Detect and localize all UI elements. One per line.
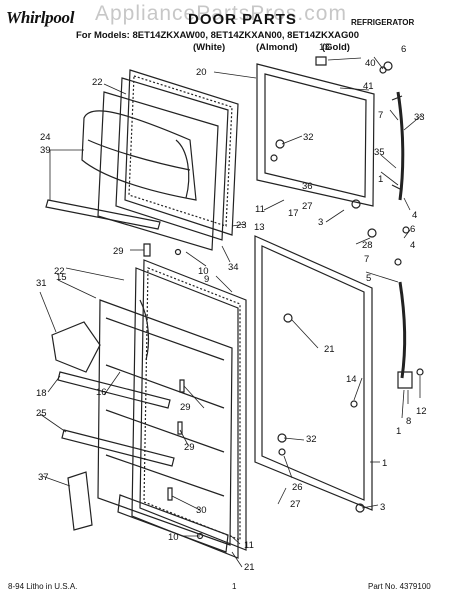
color-white: (White) (193, 42, 226, 53)
callout-41: 37 (38, 472, 49, 483)
callout-36: 36 (302, 181, 313, 192)
callout-29: 29 (113, 246, 124, 257)
callout-27: 27 (302, 201, 313, 212)
callout-27b: 27 (290, 499, 301, 510)
callout-9: 9 (204, 274, 209, 285)
callout-33: 33 (414, 112, 425, 123)
freezer-liner (97, 91, 219, 251)
leader-lines (39, 56, 423, 568)
dairy-door (51, 321, 101, 373)
fresh-food-liner (97, 299, 233, 546)
freezer-gasket (124, 69, 239, 236)
callout-13: 13 (319, 42, 330, 53)
callout-31: 31 (36, 278, 47, 289)
callout-6: 6 (401, 44, 406, 55)
callout-7: 7 (378, 110, 383, 121)
callout-1: 1 (382, 458, 387, 469)
freezer-strip (45, 199, 161, 230)
bottom-shelf (117, 494, 229, 553)
callout-5: 5 (366, 273, 371, 284)
appliance-type: REFRIGERATOR (351, 18, 415, 27)
callout-20: 21 (324, 344, 335, 355)
door-bar-lower (61, 429, 175, 467)
callout-32b: 32 (306, 434, 317, 445)
door-bar-upper (57, 371, 171, 409)
freezer-door-inner-edge (264, 73, 367, 198)
callout-3: 3 (318, 217, 323, 228)
page-title: DOOR PARTS (188, 11, 297, 28)
callout-34: 34 (228, 262, 239, 273)
callout-29c: 29 (184, 442, 195, 453)
footer-page-number: 1 (232, 582, 237, 591)
callout-40: 41 (363, 81, 374, 92)
callout-18: 18 (36, 388, 47, 399)
watermark: AppliancePartsPros.com (95, 2, 347, 25)
callout-2b: 1 (396, 426, 401, 437)
callout-12: 12 (416, 406, 427, 417)
butter-pad (67, 471, 93, 531)
callout-39: 40 (365, 58, 376, 69)
callout-3b: 3 (380, 502, 385, 513)
callout-19: 20 (196, 67, 207, 78)
callout-37: 39 (40, 145, 51, 156)
callout-11b: 11 (244, 540, 254, 551)
fresh-food-gasket (139, 259, 247, 551)
color-gold: (Gold) (322, 42, 350, 53)
callout-11: 11 (255, 204, 265, 215)
callout-15: 15 (56, 272, 67, 283)
callout-29b: 29 (180, 402, 191, 413)
callout-23: 23 (236, 220, 247, 231)
callout-24: 24 (40, 132, 51, 143)
freezer-shelf (81, 110, 197, 201)
callout-22b: 22 (54, 266, 65, 277)
footer-part-number: Part No. 4379100 (368, 582, 431, 591)
callout-10b: 10 (168, 532, 179, 543)
callout-21: 21 (244, 562, 255, 573)
callout-28: 28 (362, 240, 373, 251)
callout-35: 35 (374, 147, 385, 158)
footer-litho: 8-94 Litho in U.S.A. (8, 582, 78, 591)
page-header: AppliancePartsPros.com Whirlpool DOOR PA… (0, 0, 471, 60)
freezer-door-panel (256, 63, 375, 207)
callout-30: 30 (196, 505, 207, 516)
callout-10: 10 (198, 266, 209, 277)
callout-7b: 7 (364, 254, 369, 265)
callout-8: 8 (406, 416, 411, 427)
callout-4b: 4 (410, 240, 415, 251)
fresh-food-door-panel (254, 235, 373, 511)
callout-26: 26 (292, 482, 303, 493)
callout-2: 1 (378, 174, 383, 185)
callout-labels: 20 22 24 39 13 6 40 41 33 7 32 35 36 27 … (36, 42, 427, 573)
callout-14: 14 (346, 374, 357, 385)
color-almond: (Almond) (256, 42, 298, 53)
callout-17: 17 (288, 208, 299, 219)
model-list: For Models: 8ET14ZKXAW00, 8ET14ZKXAN00, … (76, 30, 359, 41)
callout-22: 22 (92, 77, 103, 88)
callout-25: 25 (36, 408, 47, 419)
callout-4: 4 (412, 210, 417, 221)
callout-32: 32 (303, 132, 314, 143)
callout-6b: 6 (410, 224, 415, 235)
callout-13b: 13 (254, 222, 265, 233)
whirlpool-logo: Whirlpool (6, 8, 75, 27)
part-drawings (45, 56, 424, 559)
callout-16: 16 (96, 387, 107, 398)
